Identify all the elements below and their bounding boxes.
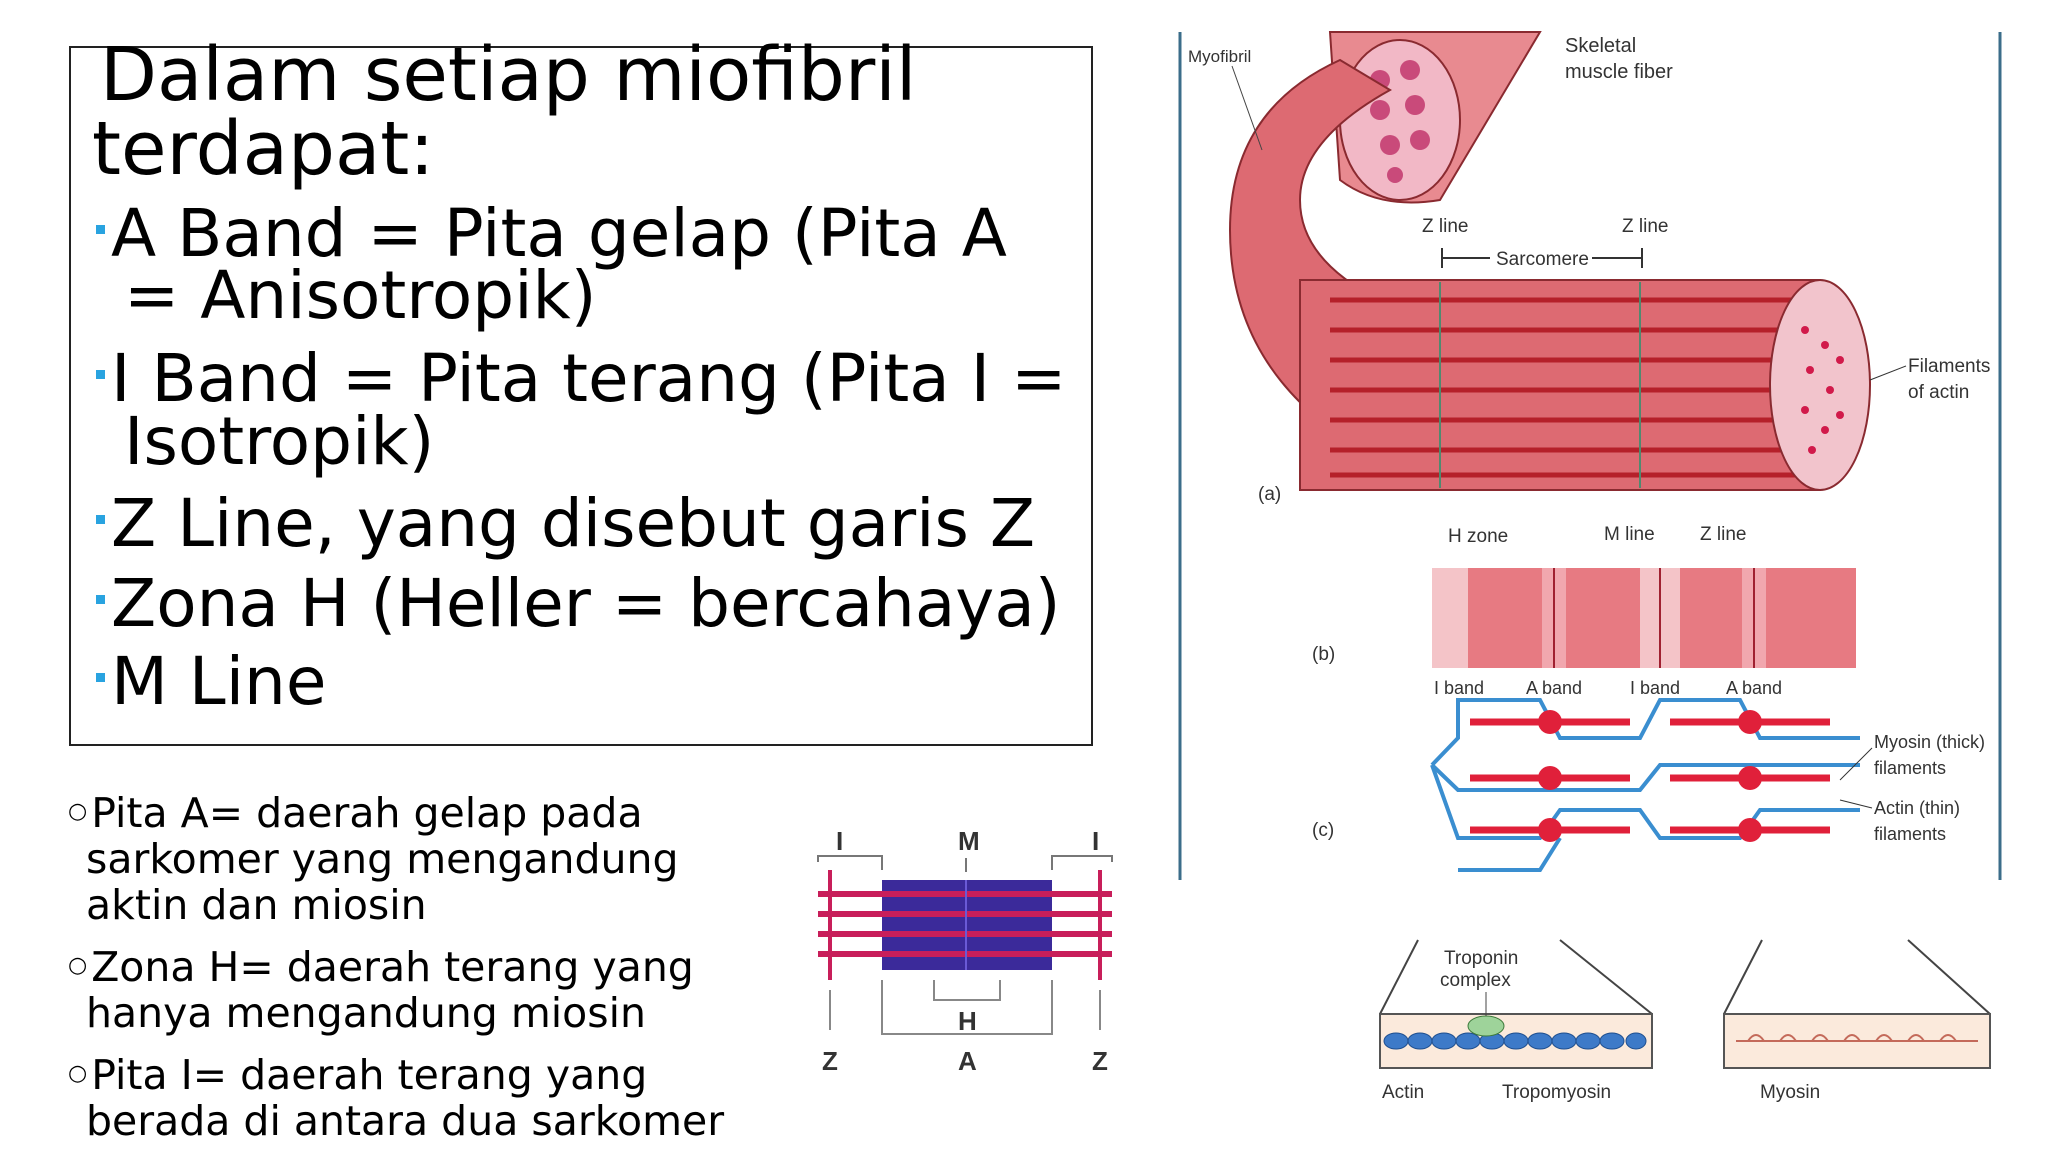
- label-troponin-1: Troponin: [1444, 948, 1518, 969]
- actin-detail-box: [1379, 1013, 1653, 1069]
- label-mline: M line: [1604, 524, 1655, 545]
- circle-bullet-icon: ○: [68, 799, 88, 824]
- slide-title-line-1: Dalam setiap miofibril: [100, 32, 917, 118]
- label-hzone: H zone: [1448, 526, 1508, 547]
- label-actin-1: Actin (thin): [1874, 798, 1960, 818]
- label-actin-filament: Actin: [1382, 1082, 1424, 1103]
- bullet-square-icon: [96, 673, 105, 683]
- myofibril-body: [1299, 279, 1821, 491]
- label-myosin-2: filaments: [1874, 758, 1946, 778]
- label-myosin-filament: Myosin: [1760, 1082, 1820, 1103]
- label-troponin-2: complex: [1440, 970, 1511, 991]
- myosin-detail-box: [1723, 1013, 1991, 1069]
- label-aband-2: A band: [1726, 678, 1782, 698]
- label-i-left: I: [836, 826, 843, 856]
- bullet-zona-h: Zona H (Heller = bercahaya): [96, 570, 1061, 638]
- myosin-coils: [1736, 1034, 1978, 1042]
- bullet-m-line: M Line: [96, 648, 326, 716]
- text-frame: [69, 46, 1093, 746]
- myosin-heads: [1538, 710, 1762, 842]
- label-tropomyosin: Tropomyosin: [1502, 1082, 1611, 1103]
- actin-lattice: [1430, 698, 1860, 872]
- label-actin-2: filaments: [1874, 824, 1946, 844]
- bracket-h: [933, 980, 1001, 1001]
- bullet-square-icon: [96, 515, 105, 525]
- myosin-filaments: [1470, 718, 1830, 834]
- label-skeletal-1: Skeletal: [1565, 35, 1636, 57]
- skeletal-fiber-cone: [1328, 31, 1542, 204]
- myofibril-end: [1769, 279, 1871, 491]
- note-pita-a: ○Pita A= daerah gelap pada: [68, 789, 643, 837]
- label-aband-1: A band: [1526, 678, 1582, 698]
- bullet-square-icon: [96, 370, 105, 380]
- bullet-square-icon: [96, 595, 105, 605]
- label-iband-2: I band: [1630, 678, 1680, 698]
- note-pita-a-line2: sarkomer yang mengandung: [86, 835, 679, 883]
- actin-beads: [1383, 1032, 1647, 1050]
- bullet-square-icon: [96, 225, 105, 235]
- label-myofibril: Myofibril: [1188, 47, 1251, 66]
- bullet-a-band-cont: = Anisotropik): [124, 257, 597, 334]
- label-sarcomere: Sarcomere: [1496, 249, 1589, 270]
- label-m: M: [958, 826, 980, 856]
- note-pita-i-line2: berada di antara dua sarkomer: [86, 1097, 725, 1145]
- slide-title-line-2: terdapat:: [92, 106, 435, 192]
- label-myosin-1: Myosin (thick): [1874, 732, 1985, 752]
- bracket-i-right: [1051, 855, 1113, 870]
- label-skeletal-2: muscle fiber: [1565, 61, 1673, 83]
- label-filaments-2: of actin: [1908, 382, 1969, 403]
- myosin-block: [882, 880, 1052, 970]
- note-pita-a-line3: aktin dan miosin: [86, 881, 427, 929]
- sarcomere-schematic-group: I M I Z H A Z: [817, 826, 1113, 1076]
- band-lines: [1553, 568, 1755, 668]
- circle-bullet-icon: ○: [68, 1061, 88, 1086]
- actin-dots: [1801, 326, 1844, 454]
- myofibril-striations: [1330, 297, 1810, 478]
- bullet-z-line: Z Line, yang disebut garis Z: [96, 490, 1035, 558]
- note-pita-i: ○Pita I= daerah terang yang: [68, 1051, 648, 1099]
- bracket-i-left: [817, 855, 883, 870]
- bullet-i-band: I Band = Pita terang (Pita I =: [96, 345, 1066, 413]
- label-i-right: I: [1092, 826, 1099, 856]
- label-zline-b: Z line: [1700, 524, 1746, 545]
- label-h: H: [958, 1006, 977, 1036]
- bracket-a: [881, 980, 1053, 1035]
- circle-bullet-icon: ○: [68, 953, 88, 978]
- label-a: A: [958, 1046, 977, 1076]
- label-iband-1: I band: [1434, 678, 1484, 698]
- myofibril-curve: [1228, 58, 1392, 462]
- bullet-a-band: A Band = Pita gelap (Pita A: [96, 200, 1007, 268]
- label-filaments-1: Filaments: [1908, 356, 1990, 377]
- actin-lines: [818, 891, 1112, 957]
- band-strip: [1432, 568, 1856, 668]
- bullet-i-band-cont: Isotropik): [124, 403, 435, 480]
- label-z-right: Z: [1092, 1046, 1108, 1076]
- label-panel-c: (c): [1312, 820, 1334, 841]
- note-zona-h: ○Zona H= daerah terang yang: [68, 943, 694, 991]
- fiber-dots: [1370, 60, 1430, 183]
- label-zline-a1: Z line: [1422, 216, 1468, 237]
- label-zline-a2: Z line: [1622, 216, 1668, 237]
- fiber-cross-section: [1339, 39, 1461, 201]
- troponin-complex-shape: [1467, 1015, 1505, 1037]
- myofibril-z-lines: [1439, 282, 1641, 488]
- label-panel-a: (a): [1258, 484, 1281, 505]
- band-light-zones: [1432, 568, 1766, 668]
- label-z-left: Z: [822, 1046, 838, 1076]
- label-panel-b: (b): [1312, 644, 1335, 665]
- note-zona-h-line2: hanya mengandung miosin: [86, 989, 647, 1037]
